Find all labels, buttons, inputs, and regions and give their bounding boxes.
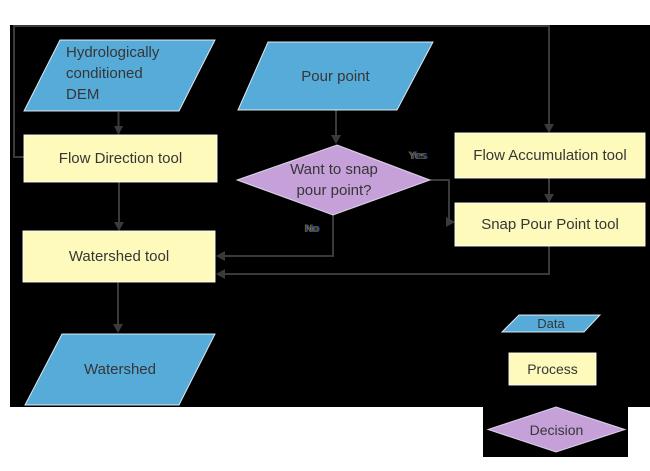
arrowhead-decision-no-to-watershedtool [216, 251, 225, 261]
arrowhead-decision-yes-to-snappourpoint [446, 217, 455, 227]
decision-label-line1: Want to snap [290, 161, 378, 178]
dem-label-line1: Hydrologically [66, 44, 160, 61]
dem-label-line2: conditioned [66, 65, 143, 82]
decision-label-line2: pour point? [296, 182, 372, 199]
snap-pour-point-label: Snap Pour Point tool [481, 216, 619, 233]
pour-point-parallelogram [237, 41, 434, 111]
watershed-tool-label: Watershed tool [68, 248, 170, 265]
connector-decision-yes-to-snappourpoint [430, 179, 450, 223]
legend-decision-label: Decision [529, 422, 584, 438]
legend-data-shape [500, 314, 602, 333]
pour-point-label: Pour point [301, 68, 370, 85]
arrowhead-flowdirection-to-flowaccumulation [544, 124, 554, 133]
legend-process-label: Process [527, 361, 578, 377]
dem-label: Hydrologically conditioned DEM [66, 42, 159, 105]
flow-accumulation-label: Flow Accumulation tool [473, 147, 627, 164]
arrowhead-flowdirection-to-watershedtool [114, 222, 124, 231]
watershed-tool-box [22, 230, 216, 283]
arrowhead-snappourpoint-to-watershedtool [216, 269, 225, 279]
flow-accumulation-box [454, 132, 646, 179]
arrowhead-watershedtool-to-watershed [113, 324, 123, 333]
watershed-parallelogram [24, 333, 216, 406]
legend-decision-shape [486, 406, 627, 453]
dem-label-line3: DEM [66, 86, 100, 103]
legend-process-shape [508, 352, 597, 386]
arrowhead-pourpoint-to-decision [331, 135, 341, 144]
watershed-label: Watershed [84, 361, 156, 378]
connector-decision-no-to-watershedtool [224, 215, 334, 257]
snap-pour-point-box [454, 202, 646, 247]
decision-diamond [235, 144, 432, 216]
yes-edge-label: Yes [409, 150, 427, 162]
flow-direction-label: Flow Direction tool [58, 150, 183, 167]
connector-flowdirection-to-flowaccumulation [13, 25, 550, 158]
decision-label: Want to snap pour point? [244, 159, 424, 201]
arrowhead-dem-to-flowdirection [114, 126, 123, 135]
dem-parallelogram [23, 39, 216, 112]
legend-data-label: Data [537, 316, 565, 331]
flow-direction-box [23, 134, 218, 183]
arrowhead-flowaccumulation-to-snappourpoint [544, 194, 554, 203]
connector-snappourpoint-to-watershedtool [224, 246, 550, 275]
no-edge-label: No [305, 223, 320, 235]
